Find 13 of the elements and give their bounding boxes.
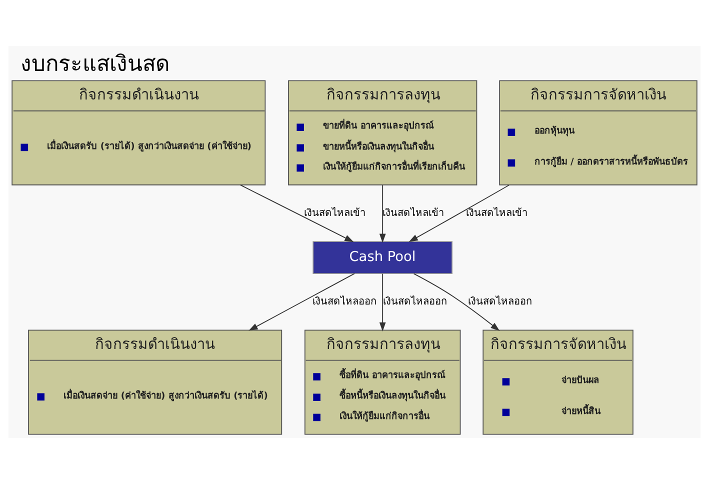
arrow bbox=[379, 184, 386, 243]
edge-label: เงินสดไหลออก bbox=[468, 296, 532, 308]
edge-label: เงินสดไหลออก bbox=[383, 296, 448, 308]
arrow bbox=[413, 273, 500, 332]
edge-label: เงินสดไหลเข้า bbox=[304, 208, 366, 219]
arrow bbox=[240, 184, 354, 242]
arrow bbox=[408, 184, 510, 242]
edge-label: เงินสดไหลเข้า bbox=[466, 208, 528, 219]
arrow bbox=[248, 273, 355, 331]
diagram-title: งบกระแสเงินสด bbox=[20, 52, 170, 77]
edge-label: เงินสดไหลออก bbox=[312, 296, 377, 308]
edge-label: เงินสดไหลเข้า bbox=[382, 208, 445, 219]
arrow bbox=[379, 273, 386, 332]
